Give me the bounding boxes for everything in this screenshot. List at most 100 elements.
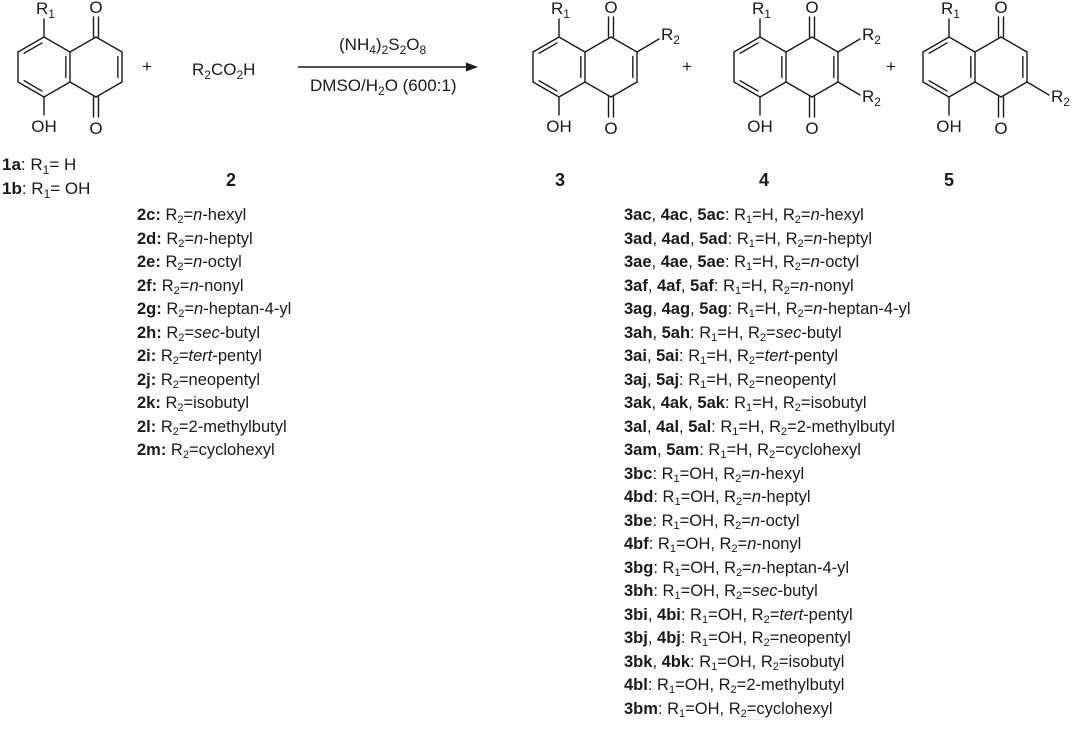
substituent-name: -nonyl: [756, 535, 802, 553]
compound-id: 5ai: [656, 347, 680, 365]
reaction-scheme: (NH4)2S2O8 DMSO/H2O (600:1) R2CO2H + + +…: [2, 0, 1070, 200]
substituent-label: R2: [1051, 87, 1070, 109]
product-entry: 3ad, 4ad, 5ad: R1=H, R2=n-heptyl: [624, 229, 872, 250]
compound-1-labels: 1a: R1= H 1b: R1= OH: [2, 155, 90, 200]
product-entry: 3bg: R1=OH, R2=n-heptan-4-yl: [624, 558, 850, 579]
atom-label: O: [805, 0, 818, 17]
compound-id: 2g:: [137, 300, 162, 318]
compound-id: 4bi: [657, 605, 681, 624]
substituent-name: -hexyl: [202, 206, 247, 224]
acid-entry: 2h: R2=sec-butyl: [137, 323, 261, 344]
substituent-prefix: tert: [188, 347, 213, 365]
compound-id: 3ag: [624, 300, 653, 318]
compound-id: 3aj: [624, 370, 647, 389]
compound-id: 2l:: [137, 417, 157, 436]
substituent-name: cyclohexyl: [756, 699, 833, 718]
substituent-name: isobutyl: [788, 652, 845, 671]
substituent-name: 2-methylbutyl: [796, 417, 895, 436]
substituent-prefix: n: [194, 300, 204, 318]
acid-entry: 2e: R2=n-octyl: [137, 253, 242, 273]
substituent-prefix: n: [194, 229, 204, 248]
compound-id: 4bj: [657, 629, 681, 647]
substituent-name: 2-methylbutyl: [188, 417, 287, 436]
product-entry: 3am, 5am: R1=H, R2=cyclohexyl: [624, 441, 861, 461]
substituent-prefix: n: [751, 558, 761, 577]
substituent-name: cyclohexyl: [198, 441, 275, 459]
atom-label: O: [805, 119, 818, 138]
atom-label: OH: [31, 117, 57, 136]
substituent-label: R2: [862, 25, 881, 47]
compound-id: 2c:: [137, 206, 161, 224]
compound-id: 4bl: [624, 676, 648, 694]
substituent-label: R1: [551, 0, 570, 21]
compound-id: 4bf: [624, 535, 649, 553]
compound-id: 2m:: [137, 441, 167, 459]
acid-entry: 2f: R2=n-nonyl: [137, 276, 244, 297]
atom-label: O: [994, 0, 1007, 17]
product-entry: 4bf: R1=OH, R2=n-nonyl: [624, 535, 802, 555]
compound-id: 3ad: [624, 229, 653, 248]
substituent-prefix: n: [189, 276, 199, 295]
acid-entry: 2c: R2=n-hexyl: [137, 206, 247, 226]
compound-id: 2f:: [137, 276, 158, 295]
compound-id: 3bk: [624, 652, 653, 671]
compound-id: 3ai: [624, 347, 647, 365]
svg-text:1a: R1= H: 1a: R1= H: [2, 155, 76, 177]
compound-id: 5am: [666, 441, 700, 459]
product-entry: 3bj, 4bj: R1=OH, R2=neopentyl: [624, 629, 851, 649]
atom-label: OH: [747, 117, 773, 136]
substituent-label: R1: [752, 0, 771, 21]
compound-id: 3bm: [624, 699, 658, 718]
substituent-name: isobutyl: [810, 394, 867, 412]
substituent-prefix: n: [193, 206, 203, 224]
compound-id: 3am: [624, 441, 658, 459]
atom-label: O: [604, 0, 617, 17]
substituent-name: -nonyl: [808, 276, 854, 295]
product-entry: 3bh: R1=OH, R2=sec-butyl: [624, 582, 818, 602]
atom-label: OH: [936, 117, 962, 136]
substituent-prefix: tert: [764, 347, 789, 365]
product-entry: 3be: R1=OH, R2=n-octyl: [624, 511, 800, 532]
compound-id: 2h:: [137, 323, 162, 342]
compound-id: 3bh: [624, 582, 654, 600]
compound-id: 2i:: [137, 347, 157, 365]
substituent-prefix: n: [813, 229, 823, 248]
compound-id: 2j:: [137, 370, 157, 389]
compound-id: 2e:: [137, 253, 161, 271]
acid-entry: 2i: R2=tert-pentyl: [137, 347, 262, 367]
atom-label: OH: [546, 117, 572, 136]
substituent-label: R1: [36, 0, 55, 21]
product-entry: 3af, 4af, 5af: R1=H, R2=n-nonyl: [624, 276, 854, 297]
substituent-prefix: sec: [775, 323, 802, 342]
substituent-name: -hexyl: [819, 206, 864, 224]
substituent-name: -heptan-4-yl: [203, 300, 292, 318]
compound-id: 5ad: [699, 229, 728, 248]
plus-sign: +: [682, 57, 692, 76]
compound-id: 3bj: [624, 629, 648, 647]
substituent-name: -butyl: [801, 323, 842, 342]
product-entry: 4bd: R1=OH, R2=n-heptyl: [624, 488, 811, 508]
compound-id: 2k:: [137, 394, 161, 412]
acid-entry: 2m: R2=cyclohexyl: [137, 441, 275, 461]
compound-id: 4ac: [660, 206, 689, 224]
substituent-name: -pentyl: [212, 347, 262, 365]
acid-list: 2c: R2=n-hexyl 2d: R2=n-heptyl 2e: R2=n-oc…: [137, 204, 291, 463]
acid-entry: 2d: R2=n-heptyl: [137, 229, 253, 250]
substituent-name: -octyl: [760, 511, 800, 530]
substituent-prefix: n: [750, 511, 761, 530]
product-entry: 4bl: R1=OH, R2=2-methylbutyl: [624, 676, 845, 696]
compound-id: 4ag: [661, 300, 691, 318]
compound-2-label: 2: [226, 170, 236, 190]
compound-id: 4af: [657, 276, 681, 295]
product-entry: 3ac, 4ac, 5ac: R1=H, R2=n-hexyl: [624, 206, 864, 226]
compound-id: 4ae: [660, 253, 689, 271]
compound-id: 4bk: [661, 652, 691, 671]
substituent-prefix: n: [747, 535, 757, 553]
substituent-prefix: n: [813, 300, 823, 318]
compound-5-label: 5: [944, 170, 954, 190]
substituent-prefix: n: [751, 488, 761, 506]
compound-id: 3bi: [624, 605, 648, 624]
